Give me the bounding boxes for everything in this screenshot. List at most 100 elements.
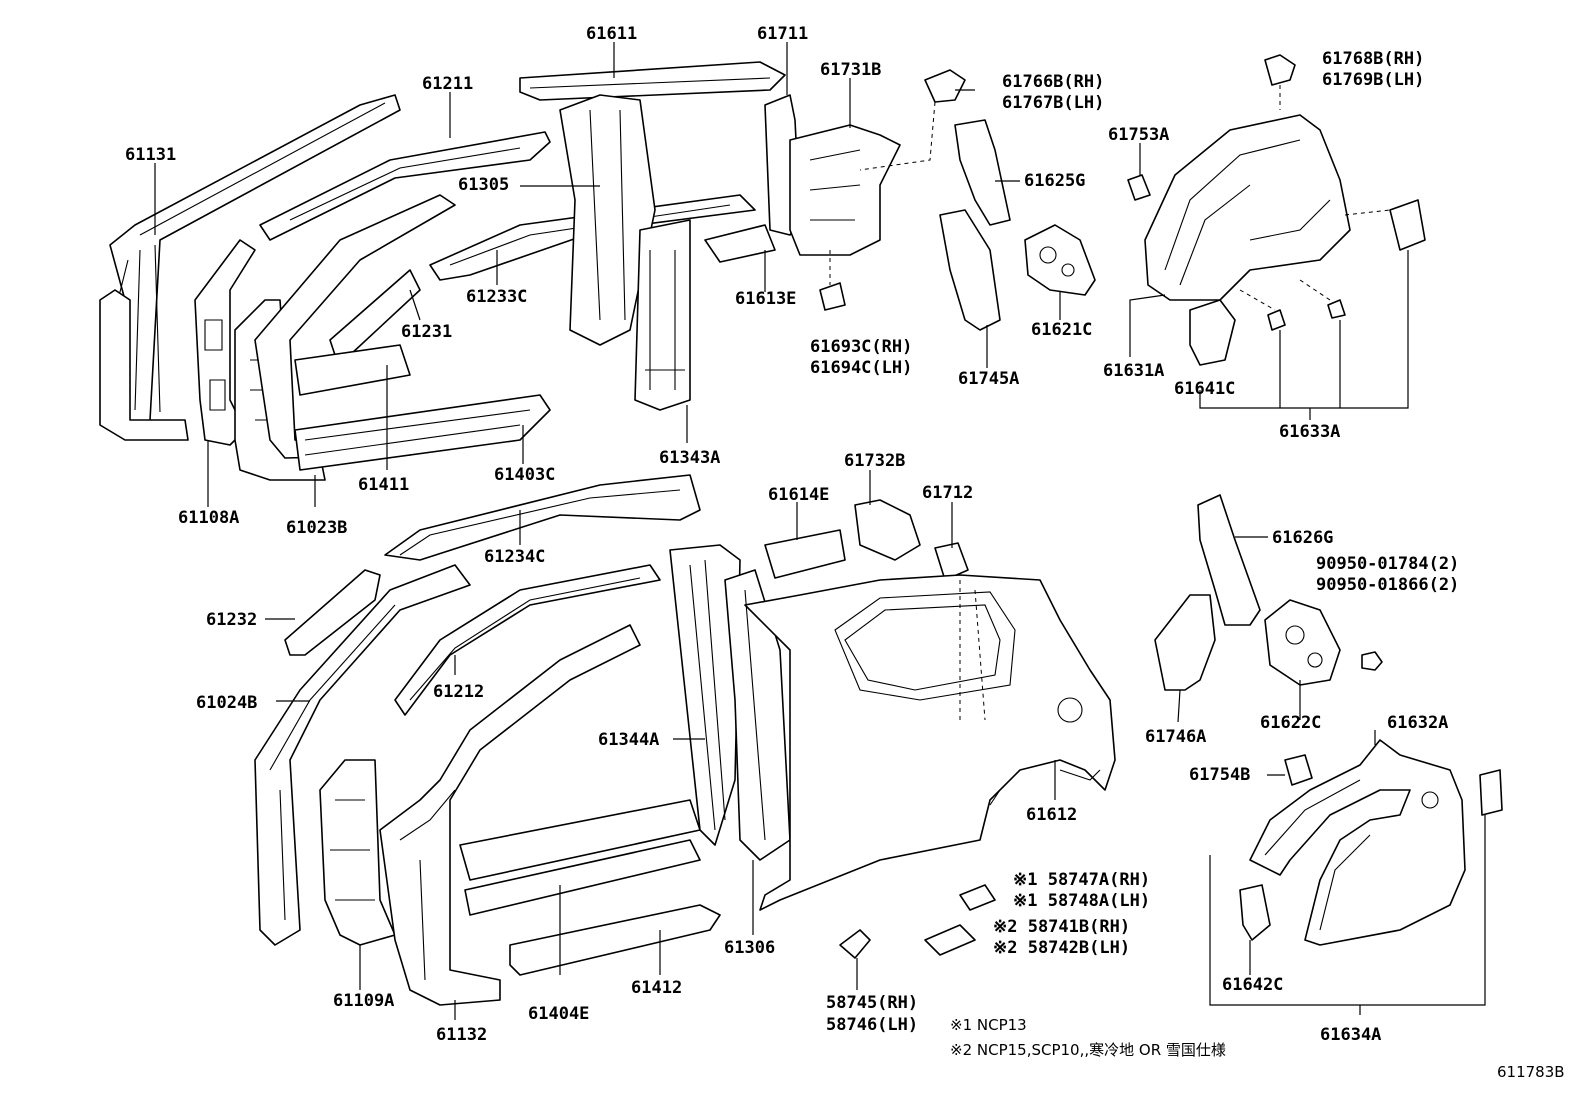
label-61612: 61612 [1026,805,1077,825]
part-clip-b [1327,299,1346,319]
rear-wheelhouse-assembly [1127,54,1426,420]
label-58747a: ※1 58747A(RH) [1013,870,1150,890]
part-61132 [379,624,641,1006]
label-61212: 61212 [433,682,484,702]
label-61024b: 61024B [196,693,257,713]
part-61305 [559,94,656,346]
part-61233c [429,194,756,281]
label-61306: 61306 [724,938,775,958]
part-61642c [1239,884,1271,941]
part-58745 [839,929,871,959]
label-61411: 61411 [358,475,409,495]
part-61612 [744,574,1116,911]
label-61343a: 61343A [659,448,720,468]
label-61711: 61711 [757,24,808,44]
part-61731b [789,124,901,256]
label-61404e: 61404E [528,1004,589,1024]
footnote-2: ※2 NCP15,SCP10,,寒冷地 OR 雪国仕様 [950,1041,1226,1059]
part-58747a [959,884,996,911]
label-58741b: ※2 58741B(RH) [993,917,1130,937]
label-58742b: ※2 58742B(LH) [993,938,1130,958]
part-61212 [394,564,661,716]
leader-lines [154,42,1376,1020]
part-nut [1361,651,1383,671]
label-61131: 61131 [125,145,176,165]
label-61712: 61712 [922,483,973,503]
part-61746a [1154,594,1216,691]
label-61631a: 61631A [1103,361,1164,381]
label-61642c: 61642C [1222,975,1283,995]
label-61634a: 61634A [1320,1025,1381,1045]
label-61641c: 61641C [1174,379,1235,399]
label-58748a: ※1 58748A(LH) [1013,891,1150,911]
label-61633a: 61633A [1279,422,1340,442]
label-61754b: 61754B [1189,765,1250,785]
label-61753a: 61753A [1108,125,1169,145]
lower-body-side-assembly [254,474,1116,1006]
label-61232: 61232 [206,610,257,630]
label-61231: 61231 [401,322,452,342]
part-61631a [1144,114,1351,301]
part-door-frame [254,194,456,459]
label-61693c: 61693C(RH) [810,337,912,357]
part-61412 [509,904,721,976]
part-61231 [329,269,421,356]
label-61632a: 61632A [1387,713,1448,733]
part-61745a [939,209,1001,331]
part-61625g [954,119,1011,226]
part-61641c [1189,299,1236,366]
part-61632a [1249,739,1466,946]
label-61611: 61611 [586,24,637,44]
label-61305: 61305 [458,175,509,195]
label-61403c: 61403C [494,465,555,485]
label-61613e: 61613E [735,289,796,309]
part-61343a [634,219,691,411]
part-61234c [384,474,701,561]
part-58741b [924,924,976,956]
label-58745: 58745(RH) [826,993,918,1013]
label-61732b: 61732B [844,451,905,471]
label-58746: 58746(LH) [826,1015,918,1035]
part-61693c [819,282,846,311]
footnote-1: ※1 NCP13 [950,1016,1027,1034]
part-61766b [924,69,966,103]
label-61233c: 61233C [466,287,527,307]
part-61611 [519,61,786,101]
label-61344a: 61344A [598,730,659,750]
part-61754b [1284,754,1313,786]
label-61767b: 61767B(LH) [1002,93,1104,113]
label-61108a: 61108A [178,508,239,528]
part-clip-a [1267,309,1286,331]
label-61023b: 61023B [286,518,347,538]
label-61694c: 61694C(LH) [810,358,912,378]
part-bracket-lower [1479,769,1503,816]
label-61746a: 61746A [1145,727,1206,747]
part-bracket-right [1389,199,1426,251]
label-90950-01866: 90950-01866(2) [1316,575,1459,595]
label-61768b: 61768B(RH) [1322,49,1424,69]
part-61753a [1127,174,1151,201]
part-61768b [1264,54,1296,86]
part-61404e-2 [464,839,701,916]
label-61211: 61211 [422,74,473,94]
label-61731b: 61731B [820,60,881,80]
part-61732b [854,499,921,561]
label-61625g: 61625G [1024,171,1085,191]
label-61412: 61412 [631,978,682,998]
label-61621c: 61621C [1031,320,1092,340]
part-labels: 61611 61711 61211 61731B 61766B(RH) 6176… [125,24,1459,1045]
part-61344a [669,544,741,846]
label-61766b: 61766B(RH) [1002,72,1104,92]
part-61626g [1197,494,1261,626]
label-61234c: 61234C [484,547,545,567]
part-61613e [704,224,776,263]
label-61769b: 61769B(LH) [1322,70,1424,90]
wheelhouse-lower-assembly [1154,494,1503,1015]
part-61622c [1264,599,1341,686]
part-61306 [724,569,791,861]
diagram-code: 611783B [1497,1063,1565,1081]
part-61712 [934,542,969,581]
part-61211 [259,131,551,241]
label-90950-01784: 90950-01784(2) [1316,554,1459,574]
